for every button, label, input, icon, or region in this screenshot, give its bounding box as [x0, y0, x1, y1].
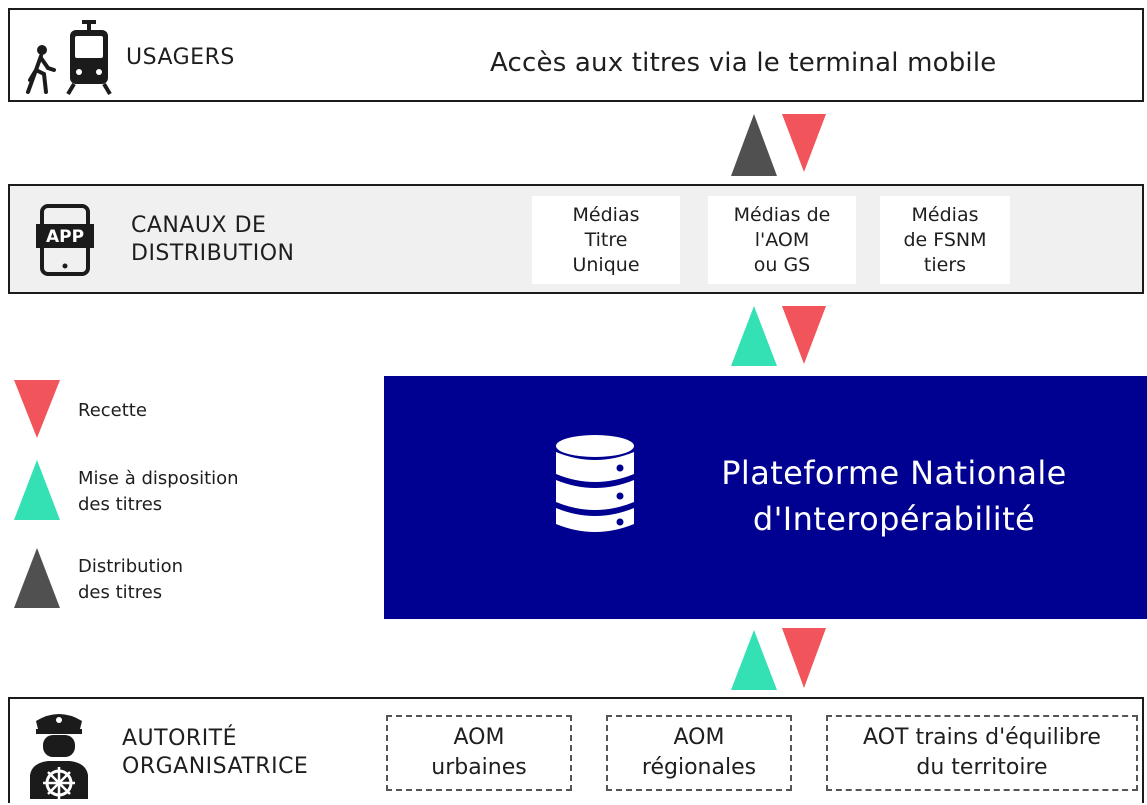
- plateforme-nationale: Plateforme Nationale d'Interopérabilité: [384, 376, 1147, 619]
- canaux-label: CANAUX DE DISTRIBUTION: [131, 213, 295, 266]
- legend-distribution-label: Distribution des titres: [78, 556, 184, 603]
- database-icon: [556, 435, 634, 532]
- distribution-arrow-up: [731, 114, 777, 176]
- recette-arrow-down: [782, 628, 826, 688]
- media-titre-unique: Médias Titre Unique: [532, 196, 680, 284]
- mise-a-disposition-arrow-up: [731, 306, 777, 366]
- legend-recette-label: Recette: [78, 400, 147, 421]
- media-aom-gs: Médias de l'AOM ou GS: [708, 196, 856, 284]
- legend-recette-marker: [14, 380, 60, 438]
- legend-mise-a-disposition-marker: [14, 460, 60, 520]
- pedestrian-tram-icon: [26, 20, 112, 96]
- aom-urbaines: AOM urbaines: [386, 715, 572, 791]
- autorite-label: AUTORITÉ ORGANISATRICE: [122, 726, 309, 779]
- aot-trains-equilibre: AOT trains d'équilibre du territoire: [826, 715, 1138, 791]
- legend-mise-a-disposition-label: Mise à disposition des titres: [78, 468, 239, 515]
- mise-a-disposition-arrow-up: [731, 630, 777, 690]
- recette-arrow-down: [782, 306, 826, 364]
- legend-distribution-marker: [14, 548, 60, 608]
- usagers-tagline: Accès aux titres via le terminal mobile: [490, 48, 997, 78]
- autorite-band: AUTORITÉ ORGANISATRICE: [8, 697, 1144, 803]
- captain-steering-wheel-icon: [30, 714, 88, 799]
- mobile-app-icon: APP: [36, 204, 94, 276]
- aom-regionales: AOM régionales: [606, 715, 792, 791]
- usagers-band: USAGERS Accès aux titres via le terminal…: [8, 8, 1144, 102]
- plateforme-title: Plateforme Nationale d'Interopérabilité: [721, 454, 1067, 538]
- media-fsnm-tiers: Médias de FSNM tiers: [880, 196, 1010, 284]
- usagers-label: USAGERS: [126, 45, 235, 70]
- svg-text:APP: APP: [46, 227, 84, 247]
- recette-arrow-down: [782, 114, 826, 172]
